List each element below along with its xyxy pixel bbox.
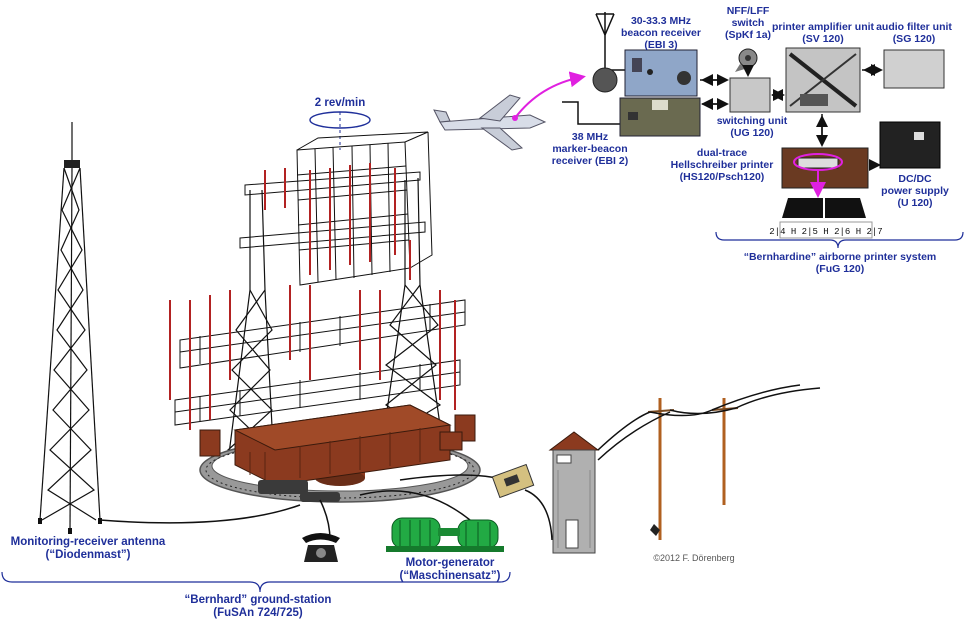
rotating-antenna [169,111,481,503]
svg-text:marker-beacon: marker-beacon [552,143,627,155]
svg-text:Motor-generator: Motor-generator [406,557,495,569]
monitoring-tower [38,122,102,534]
svg-text:dual-trace: dual-trace [697,147,747,159]
telephone-icon [302,533,340,562]
printer-amp-label: printer amplifier unit (SV 120) [772,21,875,45]
beacon-receiver-ebi3 [592,49,698,97]
svg-text:switching unit: switching unit [717,115,788,127]
hellschreiber-printer [781,147,869,189]
svg-text:(SpKf 1a): (SpKf 1a) [725,29,771,41]
rotation-label: 2 rev/min [315,97,366,109]
svg-text:Monitoring-receiver antenna: Monitoring-receiver antenna [11,536,166,548]
svg-text:receiver (EBI 2): receiver (EBI 2) [552,155,628,167]
hell-printer-label: dual-trace Hellschreiber printer (HS120/… [671,147,774,183]
dcdc-label: DC/DC power supply (U 120) [881,173,949,209]
motor-generator-label: Motor-generator (“Maschinensatz”) [400,557,501,582]
transformer-hut [548,431,600,554]
printed-tape: 2|4 H 2|5 H 2|6 H 2|7 [769,198,883,239]
tape-text: 2|4 H 2|5 H 2|6 H 2|7 [769,227,882,237]
svg-text:(“Diodenmast”): (“Diodenmast”) [46,549,131,561]
aircraft [433,94,547,151]
dcdc-power-supply [879,121,941,169]
svg-text:beacon receiver: beacon receiver [621,27,701,39]
printer-amplifier [785,47,861,113]
airborne-system-label: “Bernhardine” airborne printer system (F… [744,251,937,275]
motor-generator [386,517,504,552]
power-switch [491,463,535,499]
nff-switch-label: NFF/LFF switch (SpKf 1a) [725,5,771,41]
svg-text:(EBI 3): (EBI 3) [644,39,677,51]
copyright-text: ©2012 F. Dörenberg [653,553,734,563]
beacon-receiver-label: 30-33.3 MHz beacon receiver (EBI 3) [621,15,701,51]
svg-text:Hellschreiber printer: Hellschreiber printer [671,159,774,171]
ground-station-label: “Bernhard” ground-station (FuSAn 724/725… [185,594,332,619]
svg-text:switch: switch [732,17,765,29]
antenna-icon [562,12,625,125]
marker-beacon-ebi2 [619,97,701,137]
svg-text:(HS120/Psch120): (HS120/Psch120) [680,171,765,183]
svg-text:audio filter unit: audio filter unit [876,21,952,33]
monitoring-antenna-label: Monitoring-receiver antenna (“Diodenmast… [11,536,166,561]
svg-text:30-33.3 MHz: 30-33.3 MHz [631,15,691,27]
power-poles [597,384,821,540]
svg-text:(“Maschinensatz”): (“Maschinensatz”) [400,570,501,582]
svg-text:(SV 120): (SV 120) [802,33,843,45]
svg-text:(FuSAn 724/725): (FuSAn 724/725) [213,607,303,619]
audio-filter-label: audio filter unit (SG 120) [876,21,952,45]
nff-switch [735,48,758,72]
svg-text:(UG 120): (UG 120) [730,127,773,139]
svg-text:“Bernhardine” airborne printer: “Bernhardine” airborne printer system [744,251,937,263]
marker-beacon-label: 38 MHz marker-beacon receiver (EBI 2) [552,131,628,167]
svg-text:(FuG 120): (FuG 120) [816,263,864,275]
svg-text:DC/DC: DC/DC [898,173,932,185]
signal-arrow [514,71,586,119]
svg-text:(U 120): (U 120) [897,197,932,209]
svg-text:“Bernhard” ground-station: “Bernhard” ground-station [185,594,332,606]
svg-text:38 MHz: 38 MHz [572,131,608,143]
svg-text:power supply: power supply [881,185,949,197]
svg-text:NFF/LFF: NFF/LFF [727,5,770,17]
svg-text:printer amplifier unit: printer amplifier unit [772,21,875,33]
airborne-brace [715,231,964,249]
audio-filter-unit [883,49,945,89]
switching-unit [729,77,771,113]
ground-brace [1,571,511,593]
svg-text:(SG 120): (SG 120) [893,33,936,45]
switching-unit-label: switching unit (UG 120) [717,115,788,139]
